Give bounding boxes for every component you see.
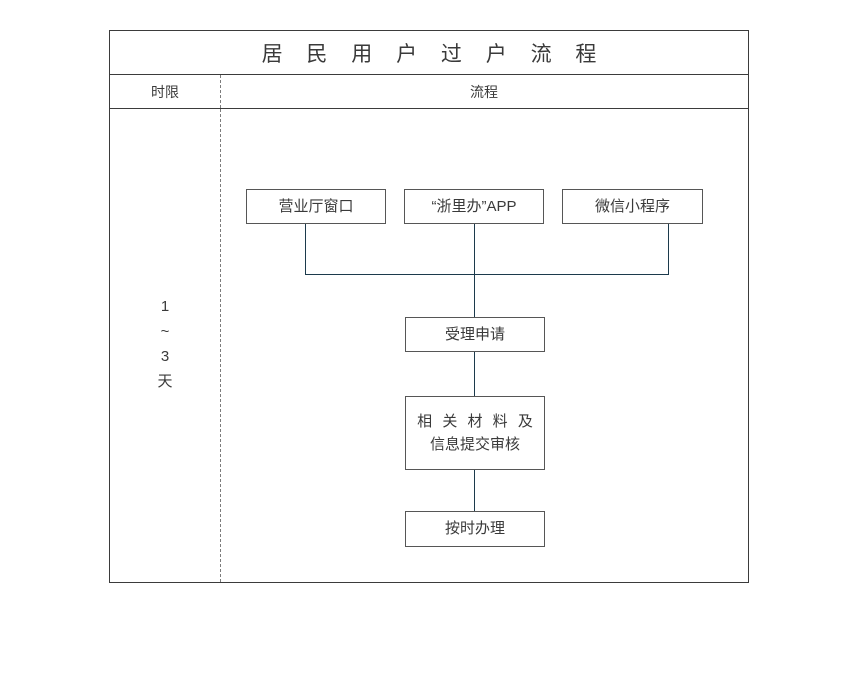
flow-node-label: “浙里办”APP [431,197,517,215]
connector-drop-center [474,224,475,274]
time-limit-line-3: 3 [160,348,170,365]
column-header-time-limit: 时限 [151,83,179,100]
time-limit-line-4: 天 [157,373,173,390]
process-flow-table: 居 民 用 户 过 户 流 程 时限 流程 1 ~ 3 天 营业厅窗口 “浙里办… [109,30,749,583]
connector-merge-bus [305,274,669,275]
connector-bus-to-accept [474,274,475,334]
time-limit-line-2: ~ [160,323,170,340]
flow-node-label: 受理申请 [444,325,505,343]
body-column-divider [220,109,221,582]
page-title: 居 民 用 户 过 户 流 程 [261,42,606,66]
time-limit-line-1: 1 [160,298,170,315]
flow-node-zhelibaarpp[interactable]: “浙里办”APP [404,189,544,224]
header-column-divider [220,75,221,108]
connector-drop-left [305,224,306,274]
flow-node-label-line-2: 信息提交审核 [429,436,520,453]
flow-node-label: 营业厅窗口 [278,197,354,215]
connector-accept-to-materials [474,352,475,396]
connector-materials-to-handle [474,470,475,511]
flow-node-business-hall-window[interactable]: 营业厅窗口 [246,189,386,224]
time-limit-value: 1 ~ 3 天 [110,294,220,394]
flow-node-handle-on-time[interactable]: 按时办理 [405,511,545,547]
table-body: 1 ~ 3 天 营业厅窗口 “浙里办”APP 微信小程序 受理申请 相 关 材 … [110,109,748,582]
flow-node-submit-materials-review[interactable]: 相 关 材 料 及 信息提交审核 [405,396,545,470]
connector-drop-right [668,224,669,274]
table-title-row: 居 民 用 户 过 户 流 程 [110,31,748,75]
flow-node-label: 按时办理 [444,520,505,538]
flow-node-accept-application[interactable]: 受理申请 [405,317,545,352]
flow-node-wechat-miniprogram[interactable]: 微信小程序 [562,189,703,224]
flow-node-label: 微信小程序 [594,197,670,215]
flow-node-label-line-1: 相 关 材 料 及 [417,412,536,430]
column-header-flow: 流程 [470,83,498,100]
table-header-row: 时限 流程 [110,75,748,109]
